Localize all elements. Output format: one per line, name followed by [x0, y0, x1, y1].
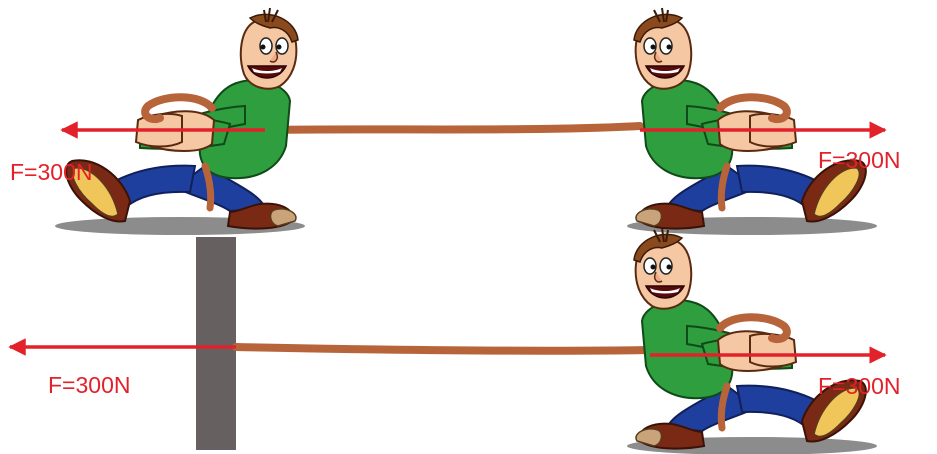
bottom-rope	[232, 343, 654, 355]
top-right-force-label: F=300N	[818, 147, 900, 173]
bottom-left-force-label: F=300N	[48, 372, 130, 398]
bottom-scene: F=300N F=300N	[8, 228, 900, 454]
top-scene: F=300N F=300N	[10, 8, 900, 235]
left-puller-top	[55, 8, 305, 235]
right-puller-bottom	[627, 228, 877, 454]
wall-post	[196, 237, 236, 450]
top-rope	[261, 122, 644, 134]
top-left-force-label: F=300N	[10, 159, 92, 185]
bottom-right-force-label: F=300N	[818, 373, 900, 399]
right-puller-top	[627, 8, 877, 235]
